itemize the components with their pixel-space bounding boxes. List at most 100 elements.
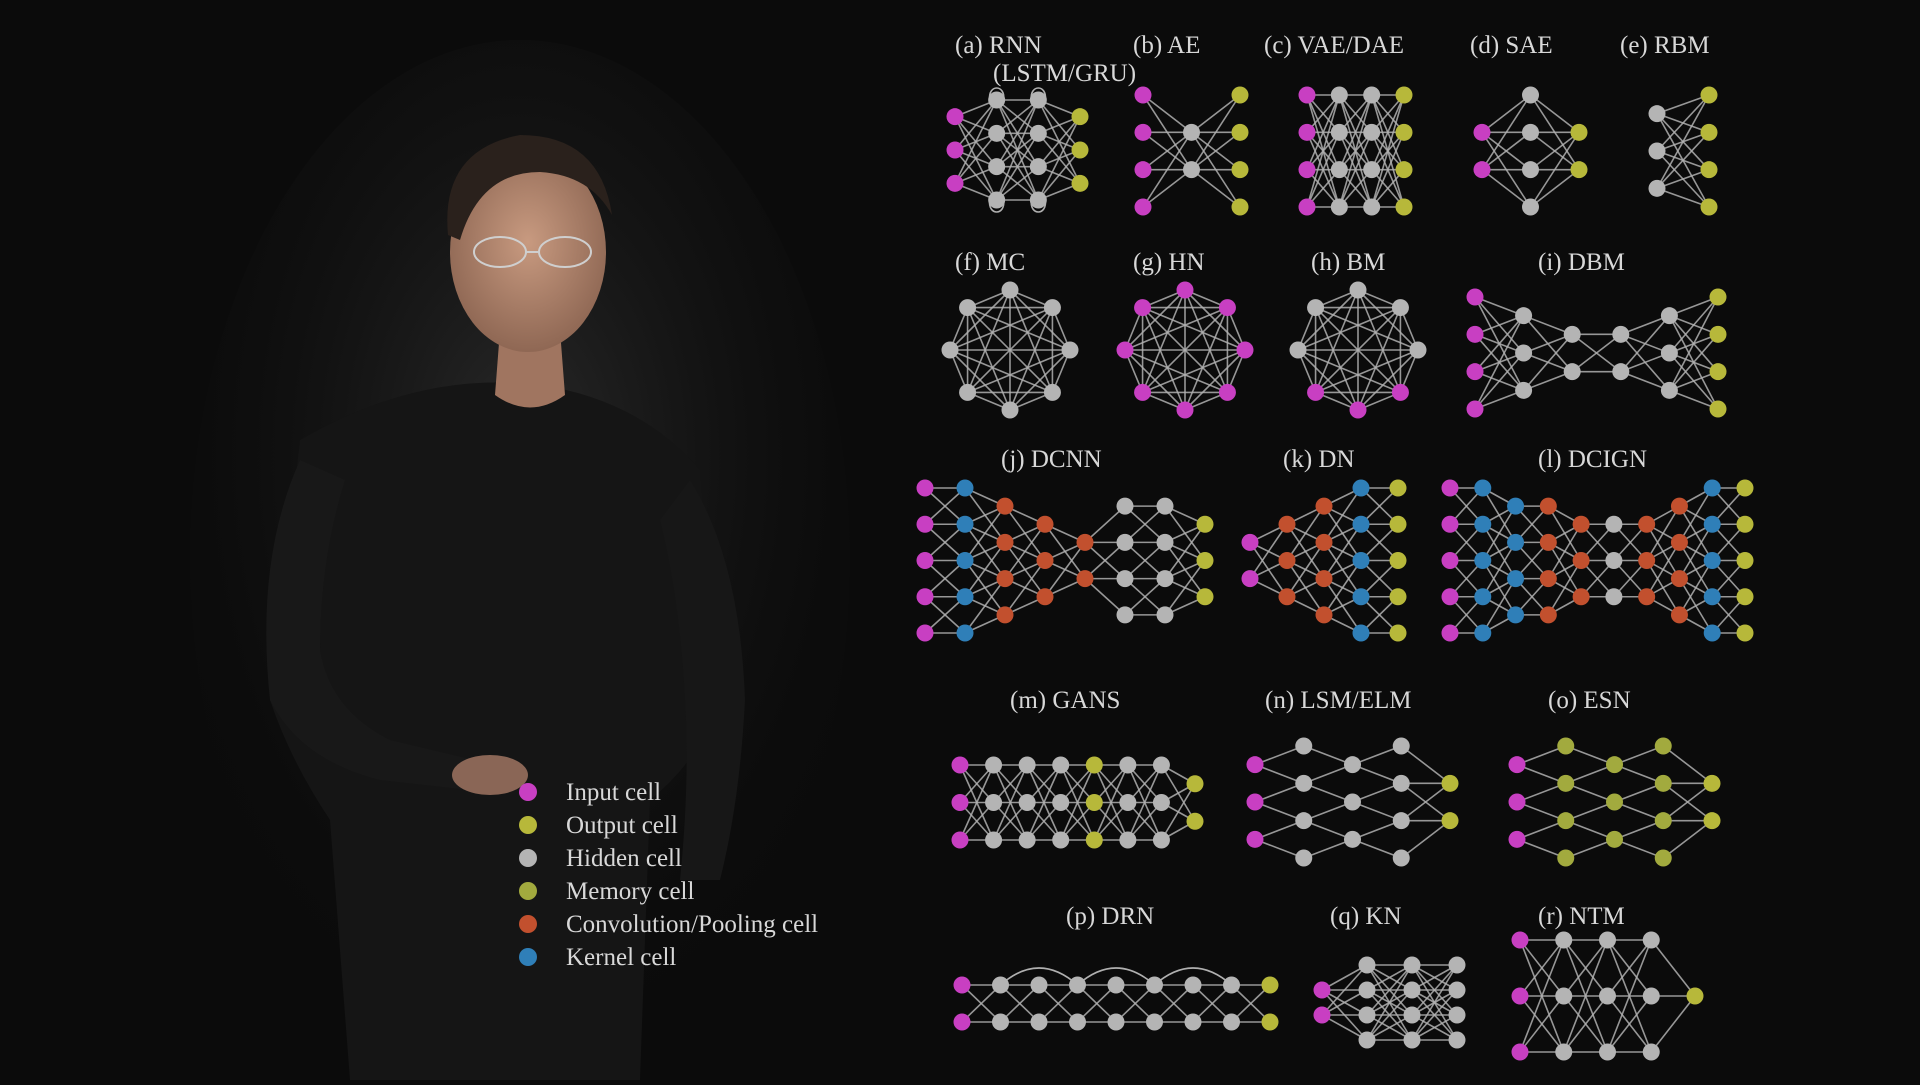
connection <box>1306 94 1341 170</box>
network-label: (d) SAE <box>1470 32 1553 59</box>
output-cell <box>1196 515 1214 533</box>
output-cell <box>1085 756 1103 774</box>
connection <box>1142 131 1193 208</box>
hidden-cell <box>1289 341 1307 359</box>
input-cell <box>951 756 969 774</box>
connection <box>967 306 1071 351</box>
output-cell <box>1700 198 1718 216</box>
connection <box>1115 984 1156 1023</box>
input-cell <box>951 794 969 811</box>
hidden-cell <box>1156 497 1174 515</box>
input-cell <box>1176 401 1194 419</box>
conv-cell <box>1638 552 1656 569</box>
output-cell <box>1703 812 1721 830</box>
legend-item: Input cell <box>519 779 661 806</box>
network-label: (b) AE <box>1133 32 1200 59</box>
hidden-cell <box>1648 105 1666 123</box>
network-label: (c) VAE/DAE <box>1264 32 1404 59</box>
conv-cell <box>1315 606 1333 624</box>
connection <box>964 505 1006 561</box>
output-cell <box>1186 812 1204 830</box>
connection <box>1645 505 1681 561</box>
connection <box>1565 801 1615 822</box>
hidden-cell <box>1642 987 1660 1005</box>
input-cell <box>1218 299 1236 317</box>
conv-cell <box>1572 515 1590 533</box>
connection <box>1352 745 1402 766</box>
connection <box>1303 763 1353 785</box>
input-cell <box>946 108 964 126</box>
skip-connection <box>999 967 1079 986</box>
conv-cell <box>1539 533 1557 551</box>
hidden-cell <box>1660 307 1678 325</box>
output-cell <box>1395 161 1413 179</box>
hidden-cell <box>1403 1006 1421 1024</box>
conv-cell <box>1539 570 1557 588</box>
legend-label: Output cell <box>566 812 678 839</box>
connection <box>1084 505 1126 543</box>
output-cell <box>1736 515 1754 533</box>
connection <box>995 99 1040 168</box>
network-gans: (m) GANS <box>951 687 1204 849</box>
hidden-cell <box>1069 1013 1086 1031</box>
hidden-cell <box>1392 849 1410 867</box>
input-cell <box>946 141 964 159</box>
input-cell <box>1134 383 1152 401</box>
kernel-cell <box>1474 588 1492 606</box>
connection <box>1620 352 1670 373</box>
network-vae: (c) VAE/DAE <box>1264 32 1413 216</box>
hidden-cell <box>1599 1043 1616 1061</box>
output-cell <box>1570 123 1588 141</box>
connection <box>1516 745 1567 766</box>
connection <box>1656 94 1710 115</box>
connections <box>1297 289 1419 411</box>
conv-cell <box>1036 515 1054 533</box>
connection <box>1306 94 1341 208</box>
connection <box>1614 801 1664 822</box>
connection <box>1656 94 1710 152</box>
connection <box>1142 306 1246 351</box>
connection <box>924 523 966 562</box>
connection <box>1141 307 1186 411</box>
connection <box>1668 296 1719 354</box>
hidden-cell <box>985 831 1003 849</box>
input-cell <box>1391 383 1409 401</box>
hidden-cell <box>1156 606 1174 624</box>
memory-cell <box>1606 793 1623 811</box>
connection <box>1192 984 1233 1023</box>
connection <box>1366 1014 1413 1041</box>
connection <box>1565 763 1615 785</box>
connection <box>1315 307 1401 393</box>
connection <box>1127 764 1163 841</box>
output-cell <box>1736 624 1754 642</box>
conv-cell <box>1638 588 1656 606</box>
hidden-cell <box>1295 774 1313 792</box>
hidden-cell <box>1307 299 1325 317</box>
output-cell <box>1389 624 1407 642</box>
connection <box>1516 763 1567 785</box>
connection <box>954 132 998 184</box>
network-label: (g) HN <box>1133 249 1205 276</box>
conv-cell <box>1278 588 1296 606</box>
hidden-cell <box>985 794 1003 811</box>
hidden-cell <box>1448 956 1466 974</box>
hidden-cell <box>992 976 1009 994</box>
hidden-cell <box>988 124 1006 142</box>
connection <box>1411 964 1458 991</box>
connection <box>996 99 1039 134</box>
connection <box>1620 370 1670 392</box>
hidden-cell <box>1030 1013 1048 1031</box>
connection <box>1124 505 1166 543</box>
hidden-cell <box>1107 976 1125 994</box>
legend-item: Hidden cell <box>519 845 682 872</box>
hidden-cell <box>1605 588 1623 606</box>
connection <box>1191 131 1241 171</box>
connection <box>967 307 1053 393</box>
output-cell <box>1389 552 1407 569</box>
network-dcign: (l) DCIGN <box>1441 446 1754 642</box>
input-cell <box>1466 325 1484 343</box>
input-cell <box>1246 756 1264 774</box>
hidden-cell <box>1156 533 1174 551</box>
connection <box>1038 984 1079 1023</box>
